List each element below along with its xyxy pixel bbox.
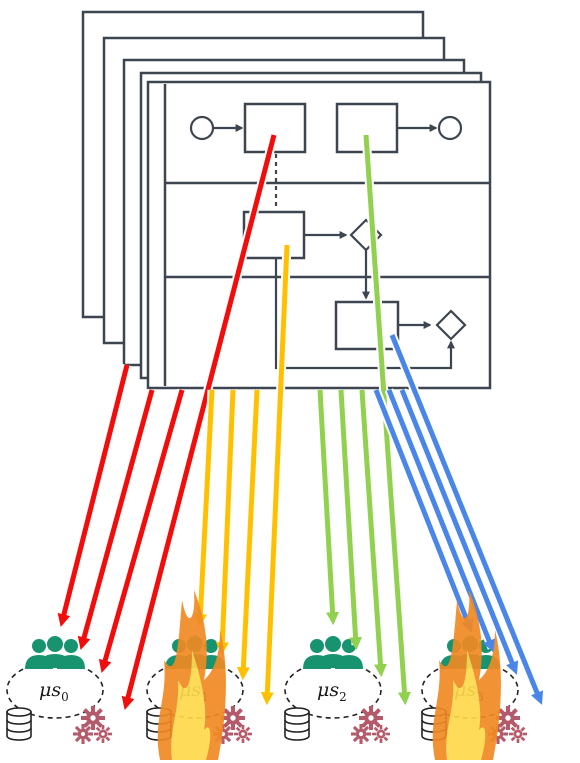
database-icon <box>284 707 310 741</box>
arrow-blue-13 <box>386 389 496 653</box>
arrow-yellow-5 <box>215 389 236 656</box>
gears-icon <box>73 706 112 744</box>
gears-icon <box>351 706 390 744</box>
microservice-node-ms0: μs0 <box>6 636 112 744</box>
arrow-red-2 <box>98 389 185 674</box>
arrow-red-3 <box>121 134 277 711</box>
microservice-label-subscript: 0 <box>61 690 69 704</box>
microservice-label: μs0 <box>39 679 69 704</box>
start-event-icon <box>189 115 215 141</box>
microservice-label-subscript: 2 <box>339 690 347 704</box>
microservice-node-ms2: μs2 <box>284 636 390 744</box>
microservice-label-base: μs <box>39 679 61 701</box>
arrow-yellow-6 <box>236 389 260 681</box>
arrow-yellow-7 <box>260 244 290 706</box>
end-event-icon <box>437 115 463 141</box>
arrow-green-10 <box>359 389 387 678</box>
team-icon <box>25 636 85 669</box>
fire-layer <box>157 590 501 760</box>
arrow-red-0 <box>57 364 130 628</box>
arrow-yellow-4 <box>193 389 215 628</box>
arrow-blue-12 <box>373 389 474 633</box>
arrow-blue-14 <box>399 389 519 675</box>
microservice-label-base: μs <box>317 679 339 701</box>
arrow-green-9 <box>338 389 363 651</box>
task-4 <box>334 300 400 351</box>
process-sheet-front <box>146 80 492 390</box>
arrow-blue-15 <box>389 334 544 705</box>
fire-icon <box>157 590 226 760</box>
fire-icon <box>432 590 501 760</box>
mapping-arrows <box>57 133 545 711</box>
arrow-red-1 <box>77 389 155 651</box>
gateway-icon <box>435 309 467 341</box>
database-icon <box>6 707 32 741</box>
microservice-label: μs2 <box>317 679 347 704</box>
arrow-green-8 <box>317 389 340 626</box>
